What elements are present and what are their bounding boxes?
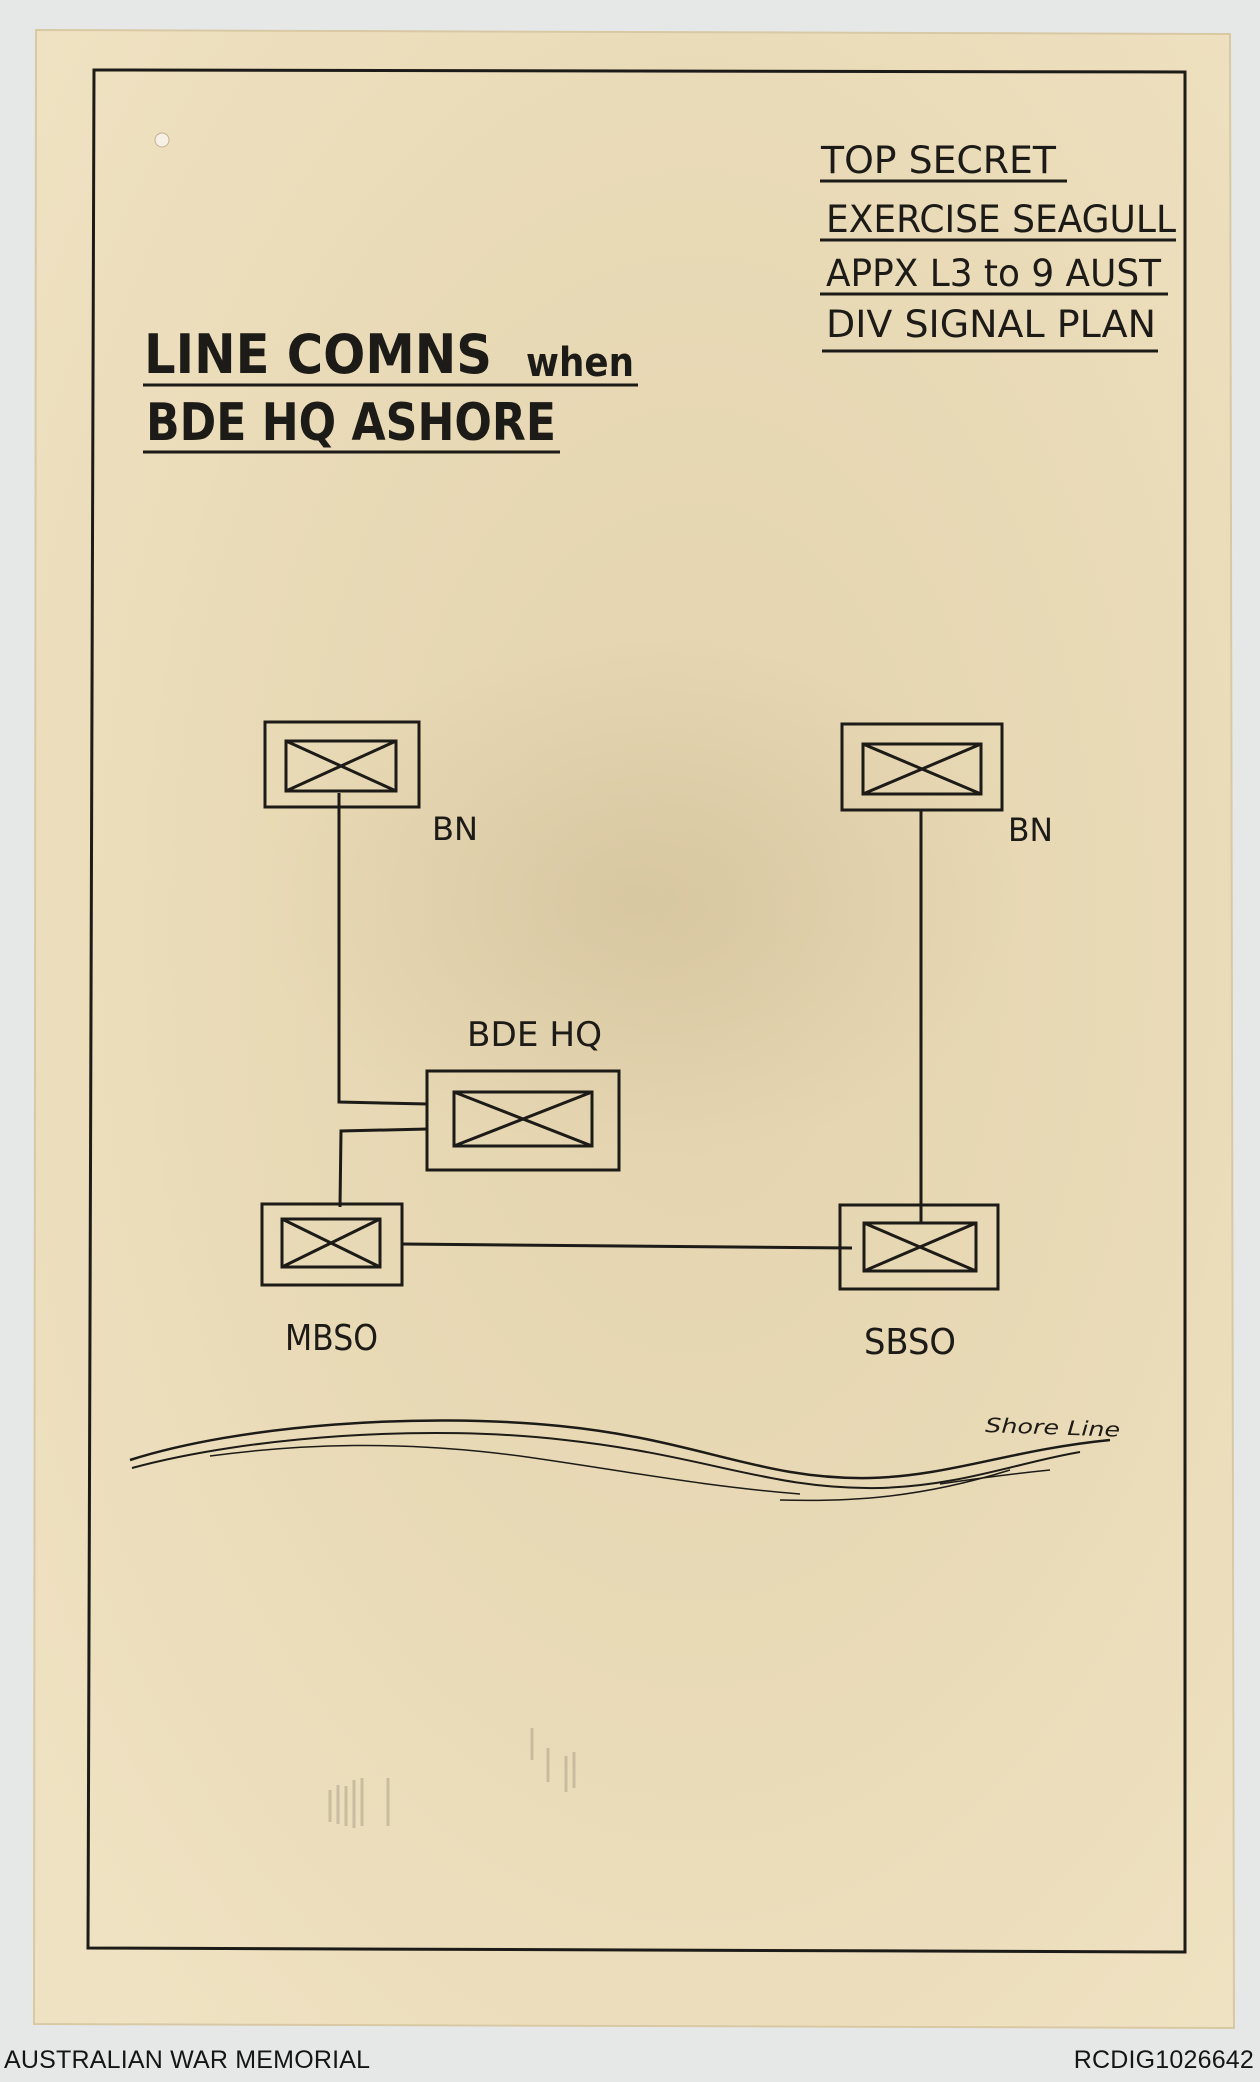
unit-bn-right [840,722,1004,812]
footer-archive-name: AUSTRALIAN WAR MEMORIAL [4,2046,371,2074]
unit-bn-left [263,720,421,809]
line-bn-left-to-bde-hq [337,793,429,1106]
label-bn-left: BN [432,810,478,848]
classification-line-3: APPX L3 to 9 AUST [826,252,1161,295]
shore-line-stroke-3 [209,1444,801,1495]
unit-box-icon [861,742,983,796]
footer-record-id: RCDIG1026642 [1073,2046,1254,2074]
diagram-title: LINE COMNS when BDE HQ ASHORE [143,323,638,454]
page-border [86,68,1187,1954]
classification-line-1: TOP SECRET [820,139,1056,182]
title-line-1: LINE COMNS [144,323,492,386]
shore-line-label: Shore Line [985,1413,1121,1442]
title-line-2: BDE HQ ASHORE [146,393,556,453]
unit-box-icon [280,1217,382,1269]
classification-line-4: DIV SIGNAL PLAN [826,303,1156,346]
label-bde-hq: BDE HQ [467,1015,602,1055]
pin-hole [154,132,170,148]
label-bn-right: BN [1008,811,1053,849]
shore-line-stroke-1 [129,1419,1111,1480]
unit-frame [425,1069,621,1172]
classification-block: TOP SECRET EXERCISE SEAGULL APPX L3 to 9… [820,139,1176,353]
unit-frame [260,1202,404,1287]
unit-box-icon [452,1090,594,1148]
pencil-smudges [328,1728,576,1828]
classification-line-2: EXERCISE SEAGULL [826,198,1176,241]
shore-line-stroke-2 [131,1431,1081,1490]
unit-bde-hq [425,1069,621,1172]
shore-line-stroke-5 [939,1469,1051,1485]
unit-box-icon [862,1221,978,1273]
line-connections [337,793,923,1250]
line-mbso-to-bde-hq [338,1127,429,1208]
unit-frame [263,720,421,809]
label-mbso: MBSO [285,1318,378,1359]
line-mbso-to-sbso [401,1242,853,1250]
shore-line [129,1419,1111,1502]
unit-frame [840,722,1004,812]
unit-box-icon [284,739,398,793]
label-sbso: SBSO [864,1322,956,1363]
paper-shadow [260,640,1020,1160]
unit-sbso [838,1203,1000,1291]
unit-mbso [260,1202,404,1287]
unit-frame [838,1203,1000,1291]
title-line-1-small: when [526,340,634,386]
